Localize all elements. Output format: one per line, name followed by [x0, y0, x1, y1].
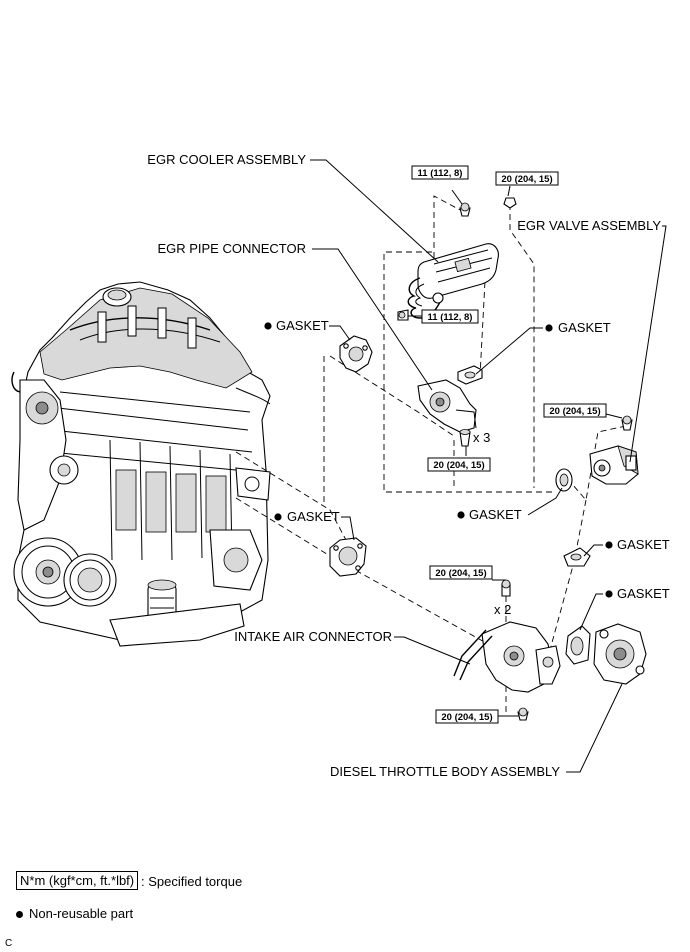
gasket-intake-air-connector	[329, 537, 367, 577]
legend-non-reusable-dot	[16, 911, 23, 918]
egr-cooler-bolt-top	[459, 202, 471, 217]
gasket-egr-valve	[555, 468, 573, 492]
torque-value: 20 (204, 15)	[433, 460, 484, 471]
egr-cooler-bolt-lower	[397, 309, 409, 321]
egr-pipe-connector-bolts	[459, 429, 471, 447]
label-intake-air-connector: INTAKE AIR CONNECTOR	[234, 629, 392, 644]
label-egr-valve-assembly: EGR VALVE ASSEMBLY	[517, 218, 661, 233]
engine-assembly-illustration	[11, 281, 271, 647]
intake-air-connector	[453, 621, 561, 693]
intake-air-connector-bolts-top	[501, 579, 511, 597]
label-gasket: GASKET	[287, 509, 340, 524]
legend-torque-description: : Specified torque	[141, 874, 243, 889]
label-gasket: GASKET	[276, 318, 329, 333]
egr-valve-assembly	[589, 445, 639, 485]
torque-spec-20-pipe-connector: 20 (204, 15)	[427, 457, 491, 472]
torque-spec-11-lower: 11 (112, 8)	[421, 309, 479, 324]
non-reusable-dot	[605, 541, 613, 549]
quantity-label-x3: x 3	[473, 430, 490, 445]
legend-non-reusable-label: Non-reusable part	[29, 906, 134, 921]
gasket-egr-cooler-outlet	[457, 365, 483, 385]
non-reusable-markers	[264, 322, 613, 598]
torque-value: 20 (204, 15)	[501, 174, 552, 185]
torque-value: 20 (204, 15)	[441, 712, 492, 723]
label-diesel-throttle-body-assembly: DIESEL THROTTLE BODY ASSEMBLY	[330, 764, 560, 779]
gasket-diesel-throttle-body	[565, 625, 591, 665]
torque-value: 11 (112, 8)	[418, 168, 463, 179]
diesel-throttle-body-assembly	[593, 623, 647, 685]
non-reusable-dot	[545, 324, 553, 332]
figure-code: C	[5, 938, 12, 949]
label-gasket: GASKET	[558, 320, 611, 335]
non-reusable-dot	[605, 590, 613, 598]
egr-valve-bolt	[621, 415, 633, 431]
label-gasket: GASKET	[469, 507, 522, 522]
torque-spec-20-intake-top: 20 (204, 15)	[429, 565, 493, 580]
egr-cooler-nut-top-right	[503, 197, 517, 209]
torque-value: 11 (112, 8)	[428, 312, 473, 323]
label-gasket: GASKET	[617, 537, 670, 552]
torque-spec-20-intake-bottom: 20 (204, 15)	[435, 709, 499, 724]
non-reusable-dot	[274, 513, 282, 521]
non-reusable-dot	[457, 511, 465, 519]
intake-air-connector-bolt-bottom	[517, 707, 529, 721]
torque-spec-20-top: 20 (204, 15)	[495, 171, 559, 186]
non-reusable-dot	[264, 322, 272, 330]
label-egr-cooler-assembly: EGR COOLER ASSEMBLY	[147, 152, 306, 167]
quantity-label-x2: x 2	[494, 602, 511, 617]
leader-lines	[310, 159, 667, 773]
torque-value: 20 (204, 15)	[549, 406, 600, 417]
egr-pipe-connector	[417, 379, 477, 433]
label-gasket: GASKET	[617, 586, 670, 601]
label-egr-pipe-connector: EGR PIPE CONNECTOR	[157, 241, 306, 256]
torque-value: 20 (204, 15)	[435, 568, 486, 579]
gasket-egr-valve-outlet	[563, 547, 591, 567]
torque-spec-20-egr-valve: 20 (204, 15)	[543, 403, 607, 418]
egr-cooler-assembly	[407, 243, 499, 319]
gasket-egr-pipe-connector	[339, 335, 373, 373]
torque-spec-11-top: 11 (112, 8)	[411, 165, 469, 180]
legend-torque-box: N*m (kgf*cm, ft.*lbf)	[16, 871, 139, 890]
